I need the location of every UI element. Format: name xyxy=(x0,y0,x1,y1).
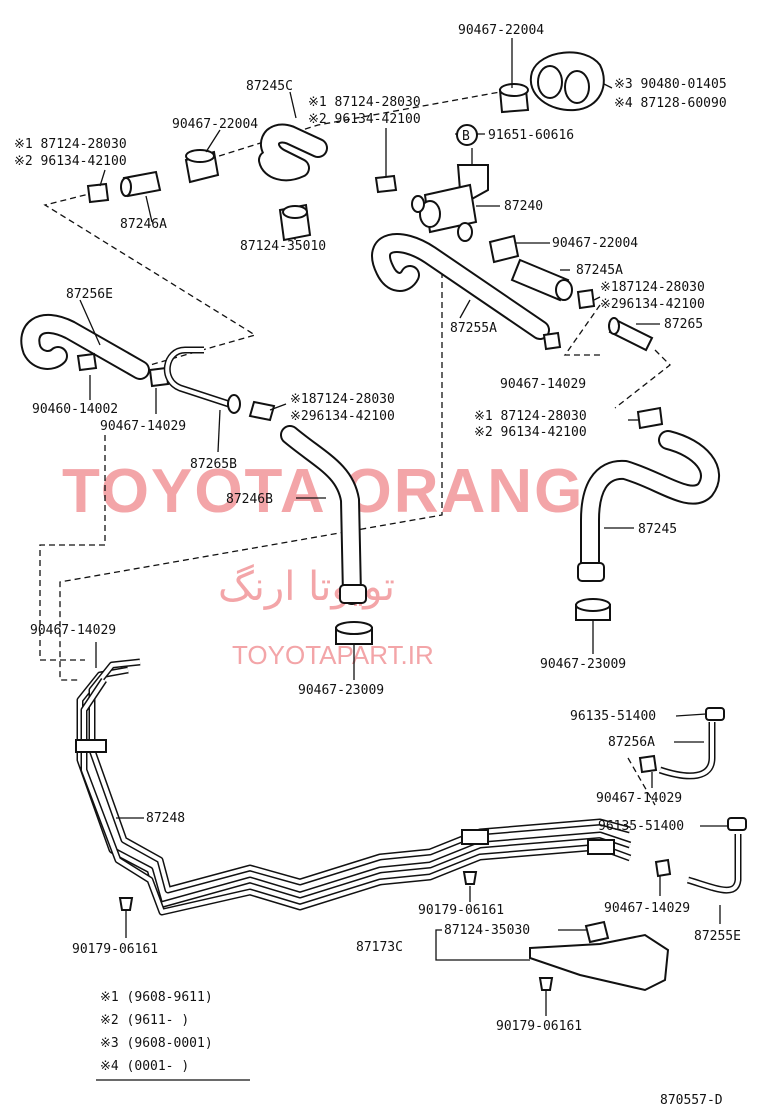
clamp-part xyxy=(638,754,658,774)
clamp-part xyxy=(636,406,664,430)
clamp-part xyxy=(575,598,611,621)
clamp-part xyxy=(86,182,110,204)
hose-87245a xyxy=(510,258,573,302)
hose-87245 xyxy=(577,430,720,582)
label-87265b: 87265B xyxy=(190,457,237,472)
clamp-part xyxy=(488,234,520,264)
label-87124-28030: ※1 87124-28030 xyxy=(474,409,587,424)
label-90467-23009: 90467-23009 xyxy=(540,657,626,672)
label-87255a: 87255A xyxy=(450,321,497,336)
hose-87246b xyxy=(280,425,367,605)
label-90179-06161: 90179-06161 xyxy=(72,942,158,957)
pipe-87265 xyxy=(608,317,654,352)
label-96134-42100: ※2 96134-42100 xyxy=(14,154,127,169)
legend-item: ※4 (0001- ) xyxy=(100,1059,189,1074)
label-87245: 87245 xyxy=(638,522,677,537)
watermark-site: TOYOTAPART.IR xyxy=(232,640,434,670)
diagram-code: 870557-D xyxy=(660,1093,723,1108)
clamp-part xyxy=(148,366,170,388)
label-90467-22004: 90467-22004 xyxy=(552,236,638,251)
label-91651-60616: 91651-60616 xyxy=(488,128,574,143)
label-96135-51400: 96135-51400 xyxy=(598,819,684,834)
part-labels: 90467-22004 87245C ※3 90480-01405 ※4 871… xyxy=(14,23,741,1034)
label-90467-14029: 90467-14029 xyxy=(30,623,116,638)
label-87128-60090: ※4 87128-60090 xyxy=(614,96,727,111)
hose-87245c xyxy=(258,123,328,182)
label-87173c: 87173C xyxy=(356,940,403,955)
label-96134-42100: ※2 96134-42100 xyxy=(308,112,421,127)
hose-87256e xyxy=(20,314,150,380)
grommet-part xyxy=(529,51,605,112)
label-96134-42100: ※2 96134-42100 xyxy=(474,425,587,440)
label-87124-28030: ※187124-28030 xyxy=(600,280,705,295)
label-87246b: 87246B xyxy=(226,492,273,507)
label-87256e: 87256E xyxy=(66,287,113,302)
grommet-part xyxy=(462,871,478,885)
clamp-part xyxy=(542,331,562,351)
label-90467-14029: 90467-14029 xyxy=(604,901,690,916)
label-96134-42100: ※296134-42100 xyxy=(600,297,705,312)
clamp-part xyxy=(654,858,672,878)
label-87124-28030: ※1 87124-28030 xyxy=(14,137,127,152)
reference-circle xyxy=(456,124,478,146)
hose-87246a xyxy=(120,170,162,198)
label-90467-14029: 90467-14029 xyxy=(500,377,586,392)
label-96134-42100: ※296134-42100 xyxy=(290,409,395,424)
label-87124-35030: 87124-35030 xyxy=(444,923,530,938)
cap-part xyxy=(705,707,725,721)
clip-part xyxy=(278,203,312,242)
pipe-87248 xyxy=(75,658,632,916)
label-90179-06161: 90179-06161 xyxy=(496,1019,582,1034)
label-87248: 87248 xyxy=(146,811,185,826)
label-90467-22004: 90467-22004 xyxy=(458,23,544,38)
label-87124-28030: ※187124-28030 xyxy=(290,392,395,407)
legend-item: ※2 (9611- ) xyxy=(100,1013,189,1028)
label-87245a: 87245A xyxy=(576,263,623,278)
label-87124-28030: ※1 87124-28030 xyxy=(308,95,421,110)
cover-87173c xyxy=(529,920,670,992)
label-90460-14002: 90460-14002 xyxy=(32,402,118,417)
clamp-part xyxy=(498,83,530,114)
label-90179-06161: 90179-06161 xyxy=(418,903,504,918)
clamp-part xyxy=(374,174,398,194)
grommet-part xyxy=(538,977,554,991)
label-87124-35010: 87124-35010 xyxy=(240,239,326,254)
clamp-part xyxy=(76,352,98,372)
clamp-part xyxy=(576,288,596,310)
clamp-part xyxy=(335,621,373,645)
label-90467-22004: 90467-22004 xyxy=(172,117,258,132)
label-90467-14029: 90467-14029 xyxy=(100,419,186,434)
valve-87240 xyxy=(411,164,489,242)
leader-lines xyxy=(79,38,728,1016)
legend-item: ※1 (9608-9611) xyxy=(100,990,213,1005)
dashed-connections xyxy=(39,91,671,806)
grommet-part xyxy=(118,897,134,911)
cap-part xyxy=(727,817,747,831)
label-87240: 87240 xyxy=(504,199,543,214)
label-87256a: 87256A xyxy=(608,735,655,750)
legend: ※1 (9608-9611) ※2 (9611- ) ※3 (9608-0001… xyxy=(96,990,250,1081)
legend-item: ※3 (9608-0001) xyxy=(100,1036,213,1051)
watermark-persian: تویوتا ارنگ xyxy=(218,564,395,610)
label-96135-51400: 96135-51400 xyxy=(570,709,656,724)
hose-87255e xyxy=(687,834,742,894)
label-90480-01405: ※3 90480-01405 xyxy=(614,77,727,92)
label-90467-23009: 90467-23009 xyxy=(298,683,384,698)
label-87265: 87265 xyxy=(664,317,703,332)
clamp-part xyxy=(184,149,220,184)
hose-87255a xyxy=(371,233,550,340)
label-90467-14029: 90467-14029 xyxy=(596,791,682,806)
reference-letter: B xyxy=(462,129,470,144)
clamp-part xyxy=(248,400,276,422)
label-87255e: 87255E xyxy=(694,929,741,944)
pipe-87265b xyxy=(163,346,241,414)
hose-87256a xyxy=(658,722,716,780)
label-87245c: 87245C xyxy=(246,79,293,94)
label-87246a: 87246A xyxy=(120,217,167,232)
